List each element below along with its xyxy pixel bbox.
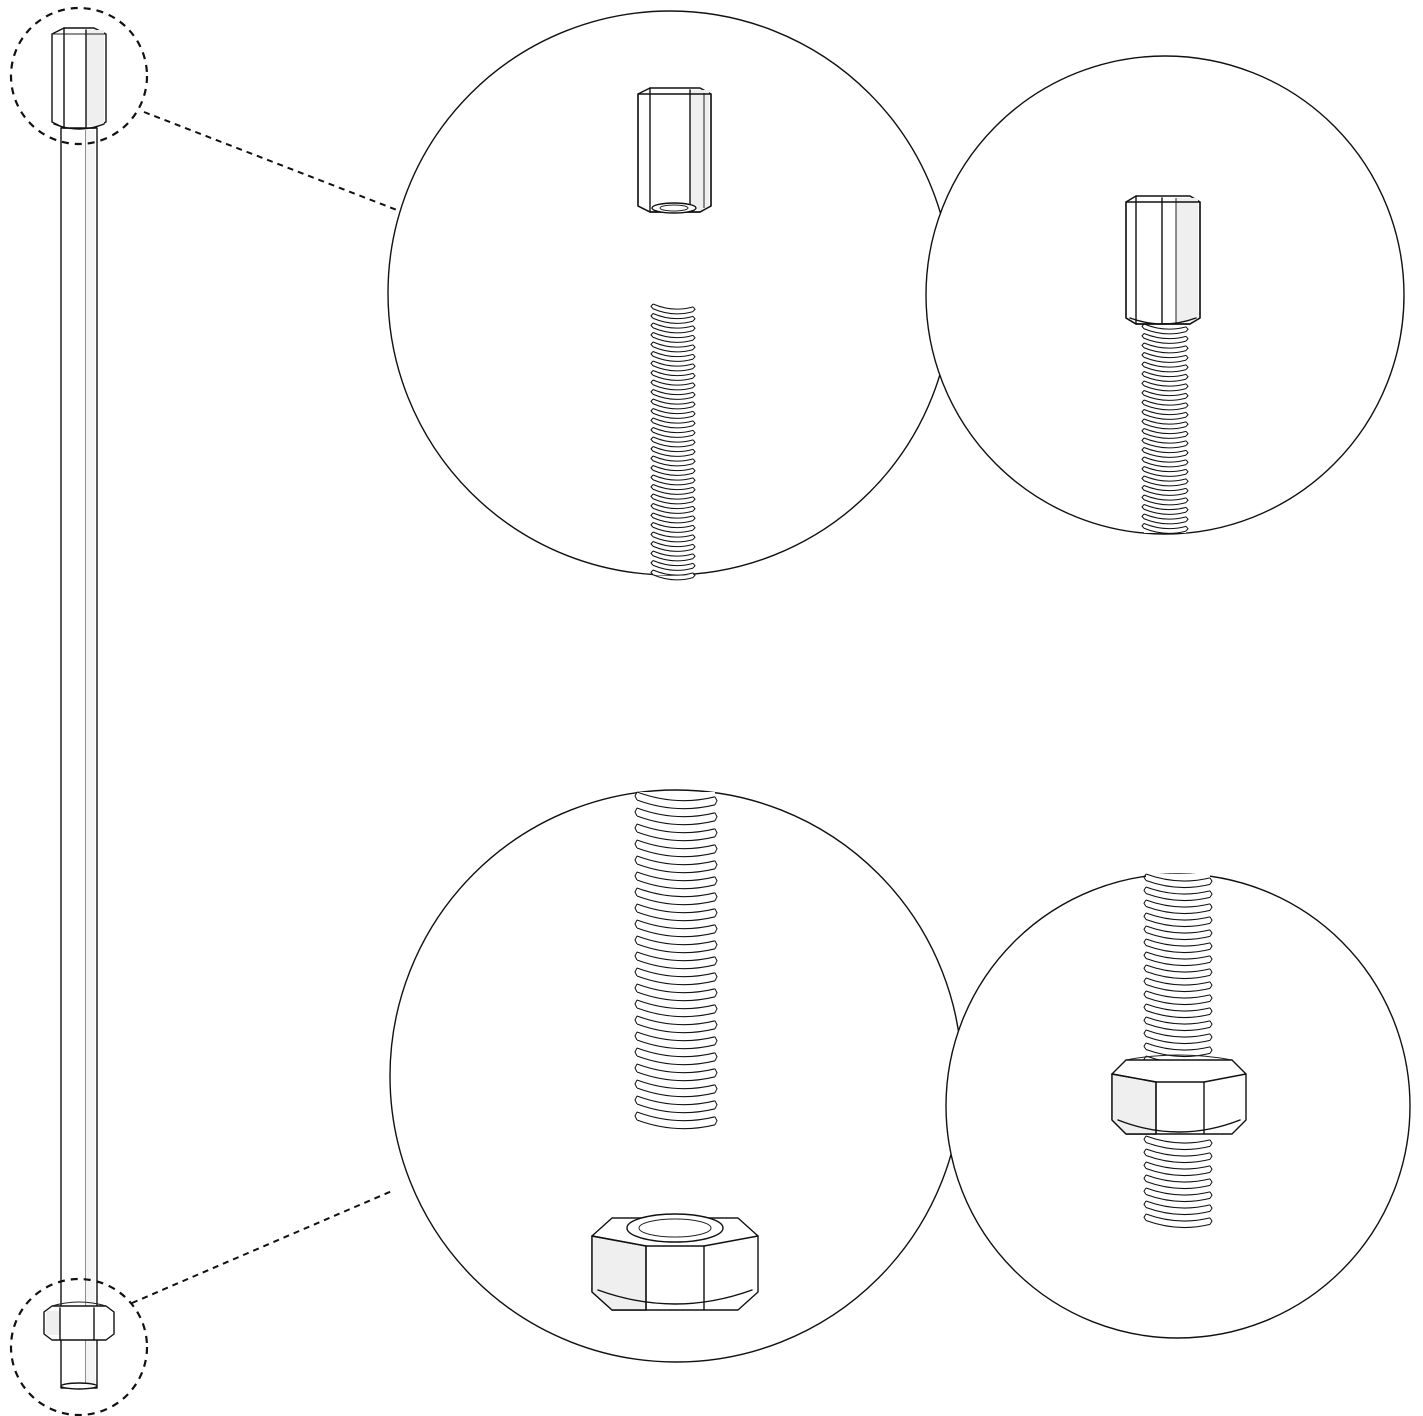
coupling-nut <box>637 87 712 214</box>
bottom-detail-step-1 <box>389 789 963 1363</box>
threaded-rod <box>1141 323 1189 534</box>
top-detail-step-2 <box>925 55 1405 535</box>
coupling-nut <box>1125 195 1201 325</box>
top-detail-step-1 <box>387 10 953 581</box>
hex-nut <box>1111 1054 1247 1135</box>
threaded-rod <box>1143 873 1213 1229</box>
bottom-leader-line <box>131 1190 393 1304</box>
threaded-rod <box>634 791 718 1130</box>
top-leader-line <box>143 111 403 213</box>
top-callout-circle <box>9 6 149 146</box>
bottom-detail-step-2 <box>945 873 1411 1339</box>
overview-rod-assembly <box>9 6 149 1416</box>
threaded-rod <box>650 303 696 581</box>
overview-coupling-nut <box>51 27 107 130</box>
overview-rod <box>60 127 98 1390</box>
bottom-callout-circle <box>9 1277 149 1416</box>
hex-nut <box>591 1213 759 1311</box>
overview-hex-nut <box>43 1301 115 1341</box>
